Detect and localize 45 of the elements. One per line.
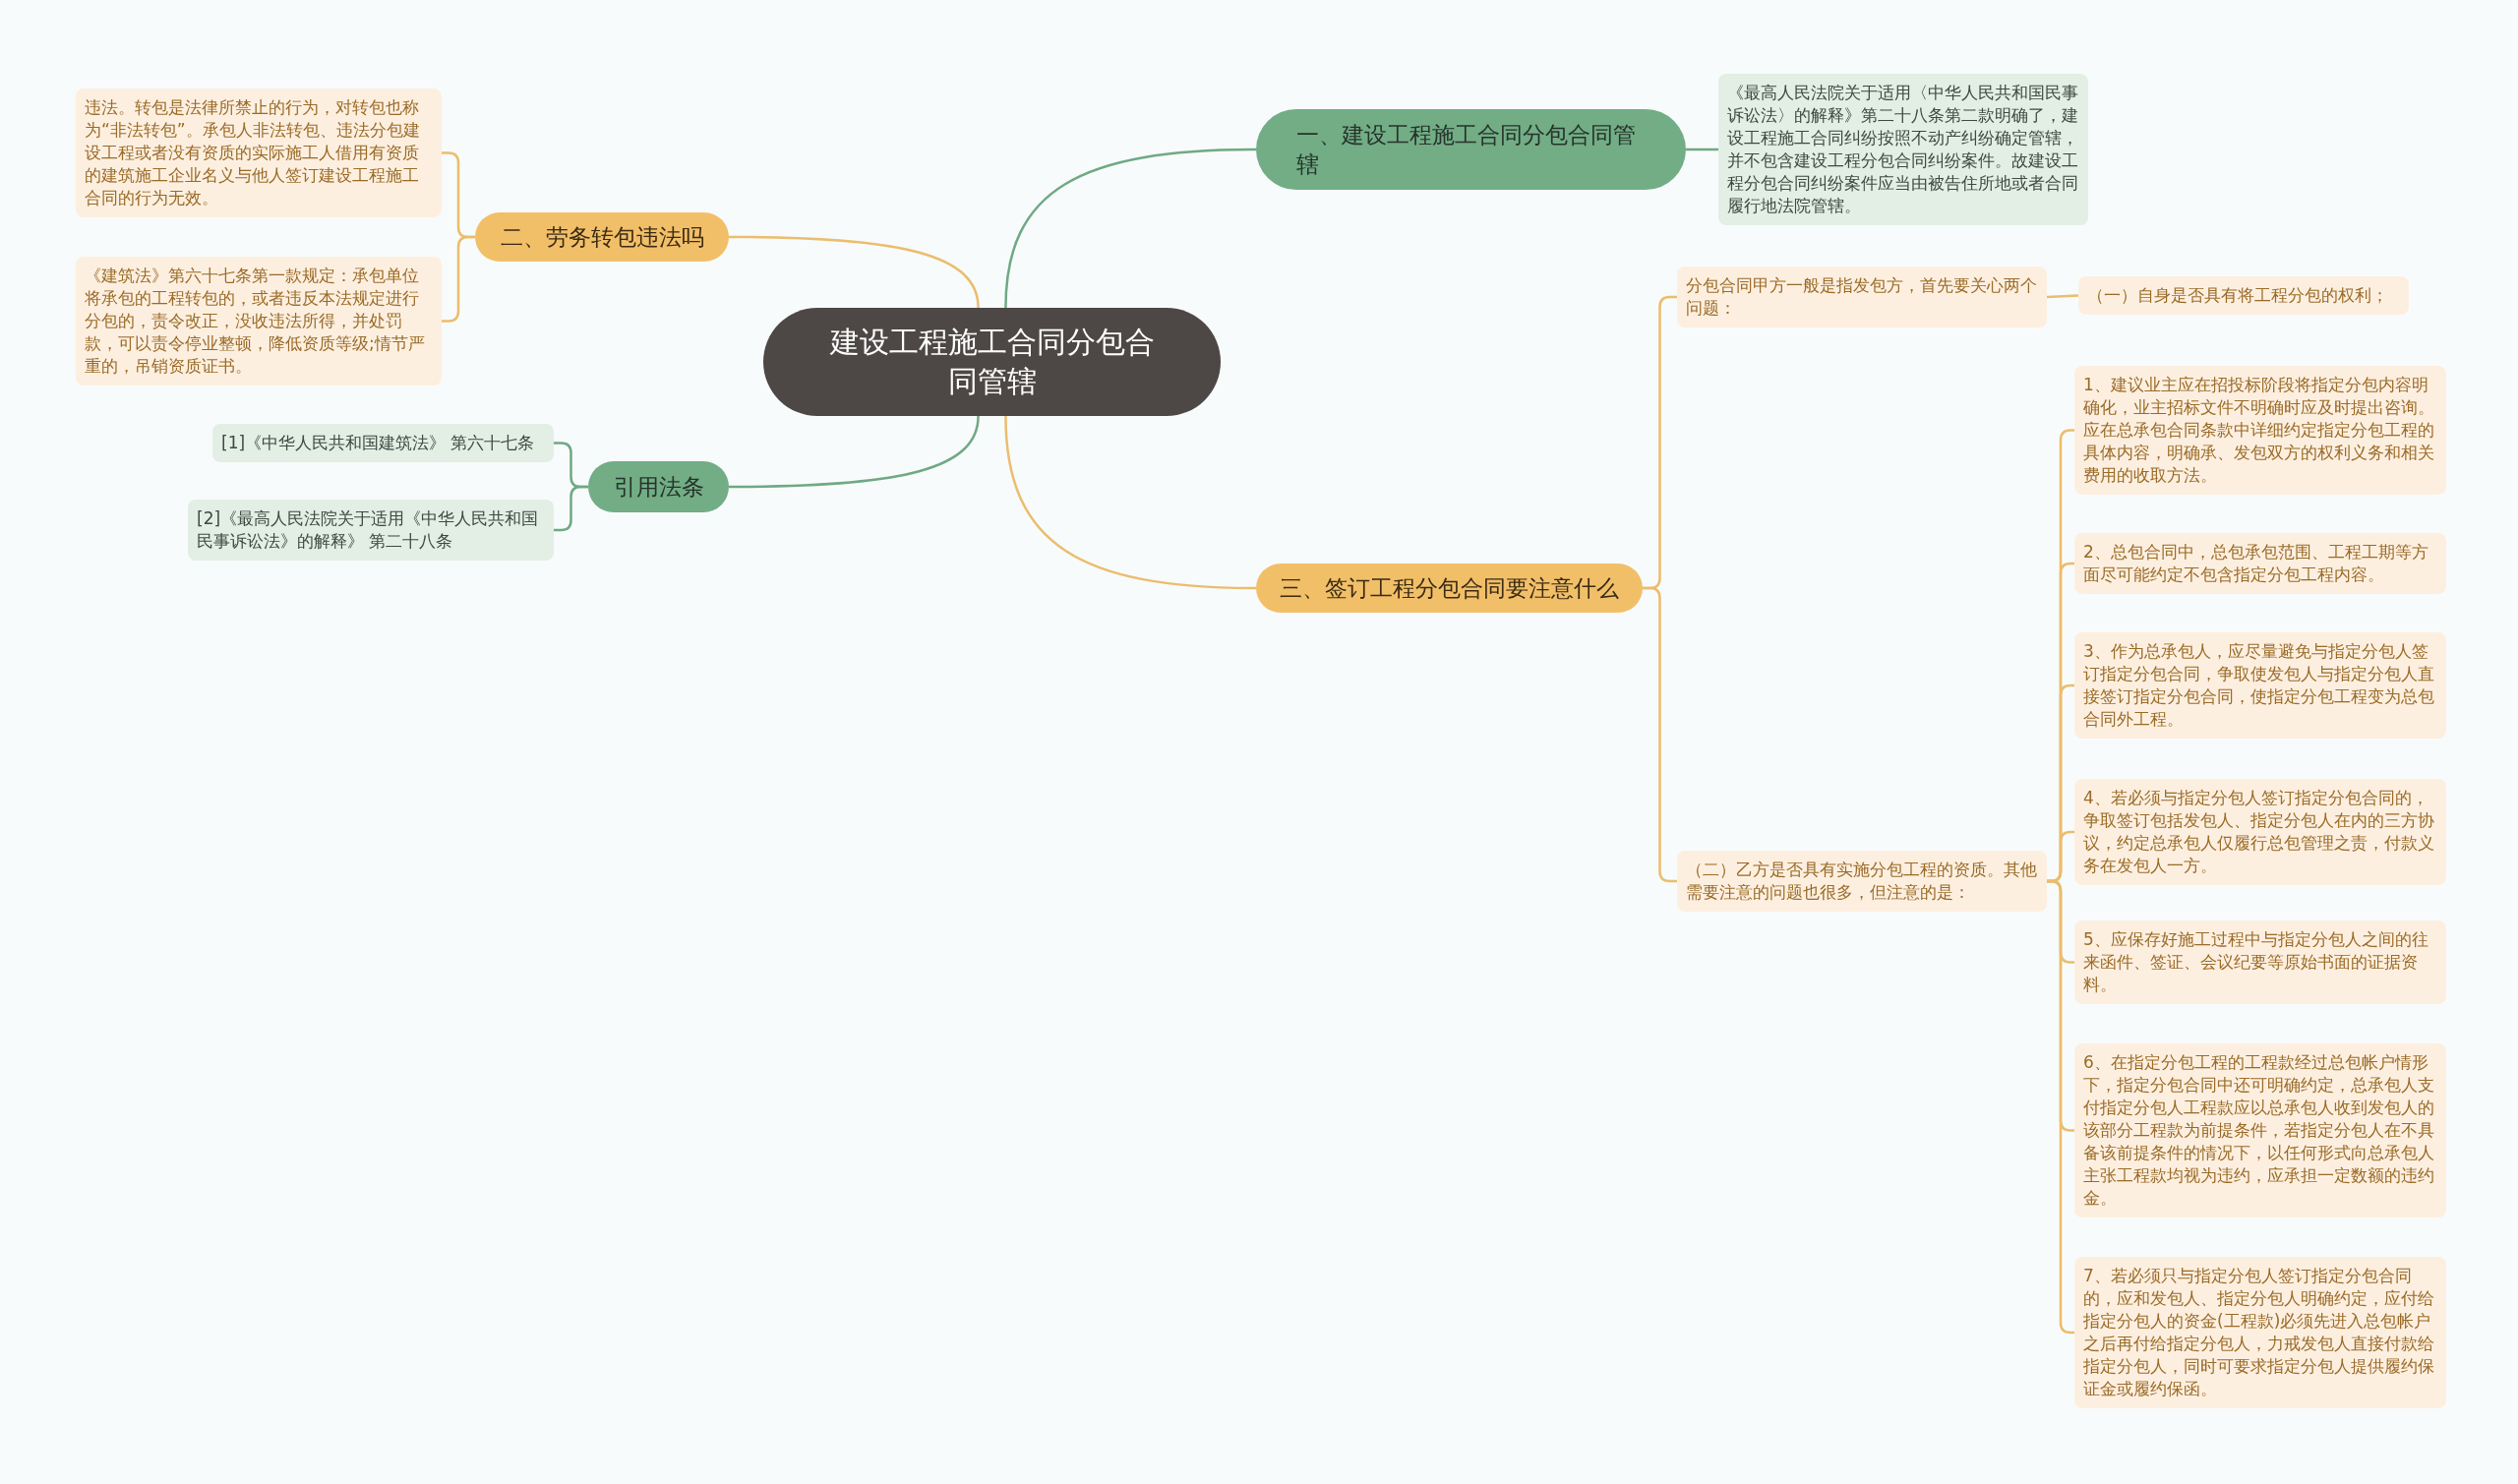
- connector-line: [1686, 148, 1718, 151]
- topic-label: 三、签订工程分包合同要注意什么: [1279, 574, 1620, 603]
- note-text: 《建筑法》第六十七条第一款规定：承包单位将承包的工程转包的，或者违反本法规定进行分包的，责令改正，没收违法所得，并处罚款，可以责令停业整顿，降低资质等级;情节严重的，吊销资质证书。: [85, 265, 426, 378]
- note-card: [1677, 851, 2047, 912]
- connector-line: [1643, 586, 1677, 883]
- branch-topic: [588, 461, 729, 512]
- note-card: [212, 424, 554, 462]
- note-text: （一）自身是否具有将工程分包的权利；: [2087, 284, 2389, 307]
- note-text: [2]《最高人民法院关于适用《中华人民共和国民事诉讼法》的解释》 第二十八条: [197, 507, 540, 553]
- note-text: 4、若必须与指定分包人签订指定分包合同的，争取签订包括发包人、指定分包人在内的三方协议，约定总承包人仅履行总包管理之责，付款义务在发包人一方。: [2083, 787, 2435, 877]
- note-text: （二）乙方是否具有实施分包工程的资质。其他需要注意的问题也很多，但注意的是：: [1686, 859, 2038, 904]
- note-card: [76, 257, 442, 386]
- note-card: [2078, 276, 2409, 315]
- note-card: [2074, 920, 2446, 1004]
- branch-topic: [475, 212, 729, 262]
- connector-line: [729, 235, 980, 309]
- note-text: 5、应保存好施工过程中与指定分包人之间的往来函件、签证、会议纪要等原始书面的证据资料。: [2083, 928, 2429, 996]
- topic-label: 引用法条: [612, 473, 705, 502]
- note-card: [1677, 267, 2047, 327]
- note-text: 违法。转包是法律所禁止的行为，对转包也称为“非法转包”。承包人非法转包、违法分包建设工程或者没有资质的实际施工人借用有资质的建筑施工企业名义与他人签订建设工程施工合同的行为无效。: [85, 96, 421, 209]
- note-card: [188, 500, 554, 561]
- topic-label: 一、建设工程施工合同分包合同管辖: [1296, 121, 1637, 179]
- topic-label: 二、劳务转包违法吗: [499, 223, 705, 252]
- connector-line: [2046, 294, 2079, 299]
- note-card: [2074, 632, 2446, 739]
- note-card: [2074, 779, 2446, 885]
- connector-line: [1004, 148, 1257, 309]
- note-text: 7、若必须只与指定分包人签订指定分包合同的，应和发包人、指定分包人明确约定，应付给指定分包人的资金(工程款)必须先进入总包帐户之后再付给指定分包人，力戒发包人直接付款给指定分包人，同时可要求指定分包人提供履约保证金或履约保函。: [2083, 1265, 2435, 1400]
- note-text: 2、总包合同中，总包承包范围、工程工期等方面尽可能约定不包含指定分包工程内容。: [2083, 541, 2429, 586]
- connector-line: [729, 415, 980, 489]
- note-text: 3、作为总承包人，应尽量避免与指定分包人签订指定分包合同，争取使发包人与指定分包人直接签订指定分包合同，使指定分包工程变为总包合同外工程。: [2083, 640, 2435, 731]
- connector-line: [2047, 879, 2074, 1335]
- note-text: 6、在指定分包工程的工程款经过总包帐户情形下，指定分包合同中还可明确约定，总承包人支付指定分包人工程款应以总承包人收到发包人的该部分工程款为前提条件，若指定分包人在不具备该前提条件的情况下，以任何形式向总承包人主张工程款均视为违约，应承担一定数额的违约金。: [2083, 1051, 2435, 1210]
- note-card: [2074, 366, 2446, 495]
- note-text: 1、建议业主应在招投标阶段将指定分包内容明确化，业主招标文件不明确时应及时提出咨询。应在总承包合同条款中详细约定指定分包工程的具体内容，明确承、发包双方的权利义务和相关费用的收取方法。: [2083, 374, 2435, 487]
- note-card: [2074, 1257, 2446, 1408]
- branch-topic: [1256, 564, 1643, 613]
- connector-line: [1004, 415, 1257, 590]
- note-text: 分包合同甲方一般是指发包方，首先要关心两个问题：: [1686, 274, 2038, 320]
- note-text: 《最高人民法院关于适用〈中华人民共和国民事诉讼法〉的解释》第二十八条第二款明确了，建设工程施工合同纠纷按照不动产纠纷确定管辖，并不包含建设工程分包合同纠纷案件。故建设工程分包合同纠纷案件应当由被告住所地或者合同履行地法院管辖。: [1727, 82, 2079, 217]
- note-card: [2074, 533, 2446, 594]
- connector-line: [554, 485, 588, 532]
- note-card: [76, 89, 442, 217]
- topic-label: 建设工程施工合同分包合同管辖: [828, 324, 1156, 400]
- note-text: [1]《中华人民共和国建筑法》 第六十七条: [221, 432, 536, 454]
